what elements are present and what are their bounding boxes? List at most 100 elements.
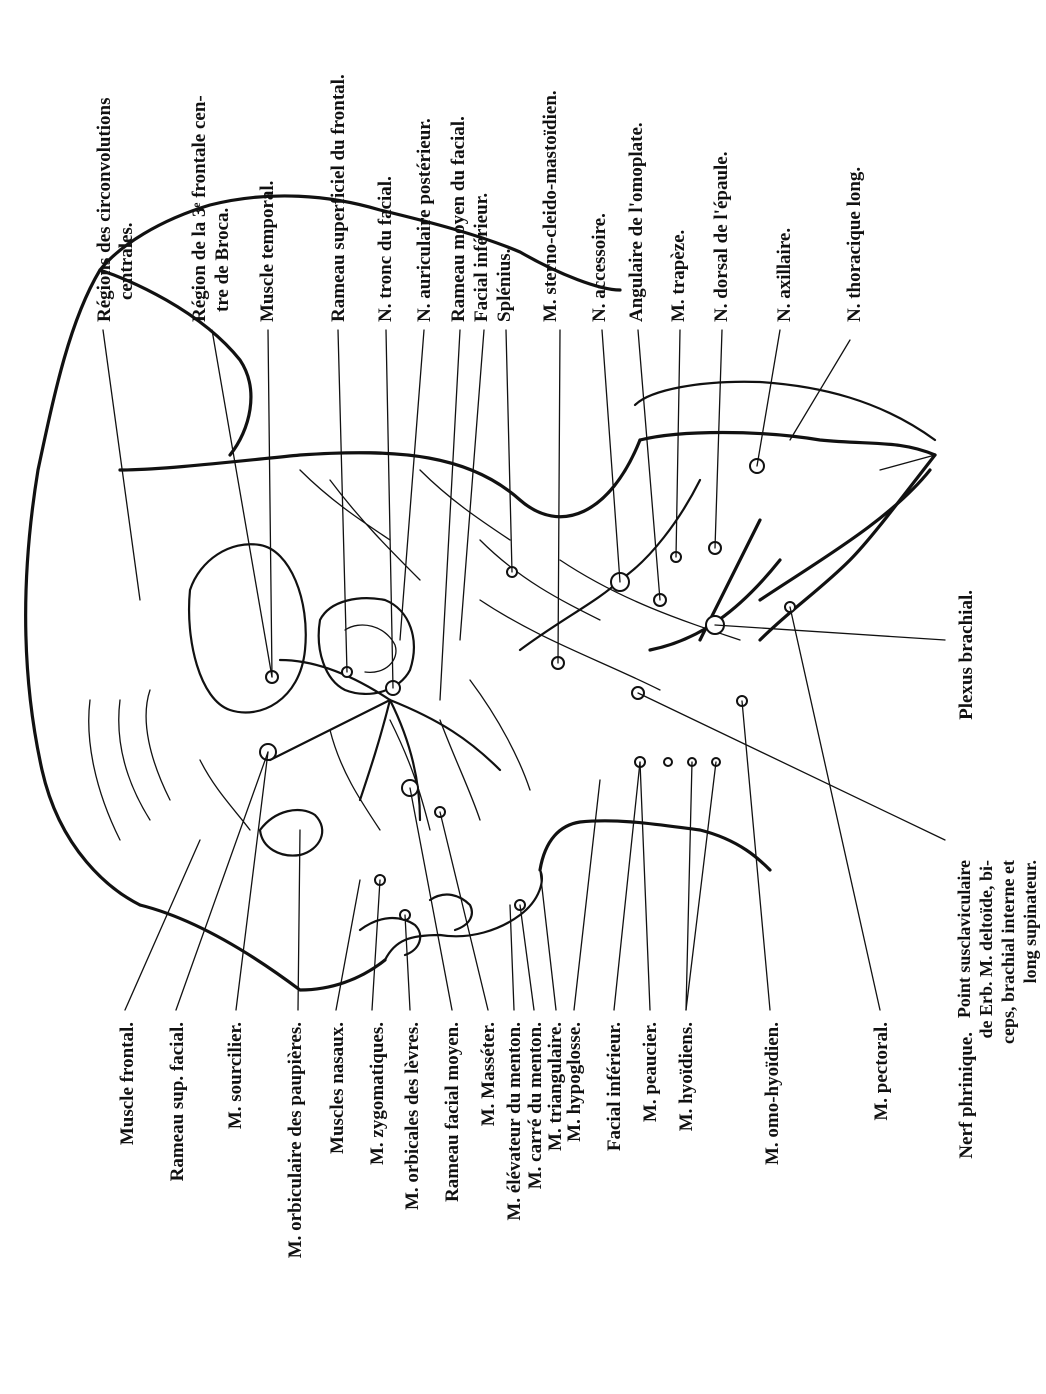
label-splenius: Splénius. (494, 249, 515, 322)
right-labels: Plexus brachial. Point susclaviculaire d… (954, 590, 1040, 1159)
leader-bottom-5 (336, 880, 360, 1010)
leader-top-1 (103, 330, 140, 600)
label-sourcilier: M. sourcilier. (225, 1022, 246, 1129)
label-triangulaire: M. triangulaire. (545, 1022, 566, 1151)
leader-bottom-9 (440, 812, 488, 1010)
leader-top-10 (558, 330, 560, 663)
hatch-14 (420, 470, 510, 540)
leader-top-9 (506, 330, 512, 572)
ear (319, 598, 414, 694)
plexus-line (620, 480, 700, 580)
label-accessoire: N. accessoire. (589, 213, 610, 322)
shoulder-upper-edge (635, 382, 935, 440)
temporal-region (189, 544, 306, 712)
leader-bottom-13 (574, 780, 600, 1010)
label-orbicales-levres: M. orbicales des lèvres. (402, 1022, 423, 1210)
eye-region (260, 810, 322, 856)
leader-bottom-3 (236, 752, 268, 1010)
label-erb-3: ceps, brachial interne et (998, 860, 1018, 1044)
label-erb-2: de Erb. M. deltoïde, bi- (976, 860, 996, 1039)
label-elevateur-menton: M. élévateur du menton. (504, 1022, 525, 1221)
arm-line-3 (650, 560, 780, 650)
leader-bottom-19 (790, 607, 880, 1010)
bottom-labels: Muscle frontal. Rameau sup. facial. M. s… (117, 1022, 892, 1258)
hatch-10 (480, 600, 660, 690)
label-nerf-phrinique: Nerf phrinique. (956, 1032, 977, 1159)
leader-right-erb (715, 625, 945, 640)
label-masseter: M. Masséter. (478, 1022, 499, 1126)
leader-top-13 (676, 330, 680, 557)
label-erb-1: Point susclaviculaire (954, 860, 974, 1018)
leader-top-15 (757, 330, 780, 466)
leader-top-7 (440, 330, 460, 700)
hatch-1 (146, 690, 170, 800)
label-thoracique-long: N. thoracique long. (844, 167, 865, 322)
label-broca-2: tre de Broca. (212, 208, 233, 312)
label-pectoral: M. pectoral. (871, 1022, 892, 1121)
label-peaucier: M. peaucier. (640, 1022, 661, 1122)
leader-bottom-14 (614, 762, 640, 1010)
label-hyoidiens: M. hyoïdiens. (676, 1022, 697, 1131)
facial-nerve-branch-4 (390, 700, 500, 770)
hatch-2 (119, 700, 150, 820)
label-omo-hyoidien: M. omo-hyoïdien. (762, 1022, 783, 1165)
leader-bottom-6 (372, 880, 380, 1010)
leader-bottom-18 (742, 701, 770, 1010)
facial-nerve-branch-2 (360, 700, 390, 800)
point-hyoid-1 (664, 758, 672, 766)
hatch-12 (300, 470, 390, 540)
label-rameau-superficiel-frontal: Rameau superficiel du frontal. (328, 74, 349, 322)
facial-nerve-branch-1 (270, 700, 390, 760)
leader-bottom-12 (540, 870, 556, 1010)
label-orbiculaire-paupieres: M. orbiculaire des paupières. (285, 1022, 306, 1258)
leader-top-14 (715, 330, 722, 548)
leader-bottom-11 (520, 905, 534, 1010)
label-rameau-sup-facial: Rameau sup. facial. (167, 1022, 188, 1181)
label-trapeze: M. trapèze. (668, 230, 689, 322)
label-dorsal-epaule: N. dorsal de l'épaule. (711, 152, 732, 322)
label-muscle-temporal: Muscle temporal. (257, 181, 278, 322)
nose (360, 918, 420, 955)
leader-top-8 (460, 330, 484, 640)
neck-back-line (120, 440, 640, 517)
label-facial-inferieur-bottom: Facial inférieur. (604, 1022, 625, 1151)
leader-bottom-1 (125, 840, 200, 1010)
label-tronc-facial: N. tronc du facial. (375, 176, 396, 322)
jaw-contour (140, 905, 385, 990)
shoulder-outline (640, 433, 935, 456)
label-regions-circonvolutions: Régions des circonvolutions (94, 97, 115, 322)
label-muscles-nasaux: Muscles nasaux. (327, 1022, 348, 1154)
hatch-4 (200, 760, 250, 830)
clavicle-line (760, 455, 935, 640)
label-facial-inferieur-top: Facial inférieur. (471, 193, 492, 322)
hatch-3 (89, 700, 120, 840)
label-plexus-brachial: Plexus brachial. (956, 590, 977, 720)
neck-front-line (540, 821, 770, 870)
ear-inner (345, 625, 396, 672)
facial-nerve-branch-3 (390, 700, 420, 820)
leader-bottom-7 (405, 915, 410, 1010)
label-erb-4: long supinateur. (1020, 860, 1040, 983)
leader-top-11 (602, 330, 620, 582)
leader-bottom-8 (410, 788, 452, 1010)
label-axillaire: N. axillaire. (774, 228, 795, 322)
label-rameau-facial-moyen: Rameau facial moyen. (442, 1022, 463, 1202)
label-muscle-frontal: Muscle frontal. (117, 1022, 138, 1145)
label-rameau-moyen-facial: Rameau moyen du facial. (448, 116, 469, 322)
label-sterno-cleido-mastoidien: M. sterno-cleido-mastoïdien. (540, 90, 561, 322)
hatch-8 (470, 680, 530, 790)
leader-right-phrenic (638, 693, 945, 840)
leader-bottom-15 (640, 762, 650, 1010)
leader-top-2 (212, 330, 272, 677)
label-auriculaire-posterieur: N. auriculaire postérieur. (414, 118, 435, 322)
leader-bottom-4 (298, 830, 300, 1010)
leader-top-6 (400, 330, 424, 640)
label-broca: Région de la 3ᵉ frontale cen- (189, 95, 210, 322)
leader-top-12 (638, 330, 660, 600)
top-labels: Régions des circonvolutions centrales. R… (94, 74, 865, 322)
accessory-nerve (520, 580, 620, 650)
hatch-6 (390, 720, 430, 830)
leader-top-16 (790, 340, 850, 440)
label-hypoglosse: M. hypoglosse. (564, 1022, 585, 1142)
label-angulaire-omoplate: Angulaire de l'omoplate. (626, 122, 647, 322)
